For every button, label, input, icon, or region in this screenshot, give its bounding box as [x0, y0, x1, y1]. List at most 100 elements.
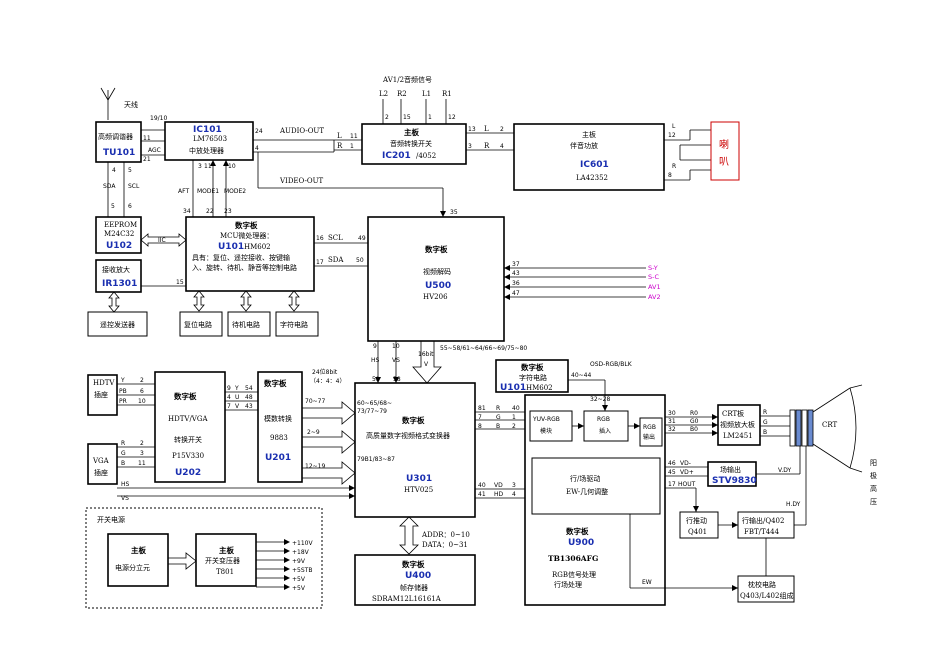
ew-line2: Q403/L402组成: [740, 591, 793, 600]
eeprom-id: U102: [106, 241, 132, 251]
pin-11d: 11: [138, 460, 146, 467]
hvdrive-block: [531, 457, 661, 515]
bus-arrow-3: [301, 461, 356, 485]
input-av2: AV2: [648, 293, 661, 301]
psu-title: 开关电源: [97, 515, 125, 524]
psu-main-block: [107, 533, 169, 587]
u101b-line2: 字符电路: [519, 373, 547, 382]
pin-11c: 11: [350, 133, 358, 140]
yuv-line2: 模块: [540, 427, 552, 435]
pin-4: 4: [255, 145, 259, 152]
u301-pins-a: 60~65/68~: [357, 400, 392, 407]
pin-2c: 2: [140, 377, 144, 384]
hs-label: HS: [371, 357, 380, 364]
u900-id: U900: [568, 538, 594, 548]
u301-block: [354, 382, 476, 518]
u301-r: R: [496, 405, 500, 412]
pin-15: 15: [403, 114, 411, 121]
pin-7: 7: [478, 414, 482, 421]
ic601-line1: 主板: [582, 130, 596, 139]
speaker-char2: 叭: [719, 156, 729, 168]
pin-36: 36: [512, 280, 520, 287]
crtboard-id: LM2451: [723, 432, 753, 440]
rail-4: +5V: [292, 576, 306, 583]
bus-arrow-1: [301, 401, 356, 425]
out-l: L: [484, 125, 489, 133]
ic201-part: /4052: [416, 152, 436, 160]
pin-41: 41: [478, 491, 486, 498]
bus-arrow-2: [301, 430, 356, 454]
hdtv-in-line2: 插座: [94, 390, 108, 399]
pin-4c: 4: [500, 143, 504, 150]
pin-43b: 43: [245, 403, 253, 410]
addr-label: ADDR：0~10: [421, 531, 470, 539]
pin-40-44: 40~44: [571, 372, 591, 379]
charc-block: [275, 311, 319, 337]
tuner-if-pins: 19/10: [150, 115, 167, 122]
speaker-char1: 喇: [719, 139, 729, 151]
input-s-c: S-C: [648, 273, 659, 281]
u101b-block: [495, 359, 569, 393]
mcu-desc2: 入、旋转、待机、静音等控制电路: [192, 263, 297, 272]
remote-label: 遥控发送器: [100, 320, 135, 329]
hd-label: HD: [494, 491, 504, 498]
rgbout-block: [639, 417, 663, 447]
psu-xfmr-line2: 开关变压器: [205, 556, 240, 565]
aft-label: AFT: [178, 188, 189, 195]
mcu-block: [185, 216, 315, 292]
vga-vs: VS: [121, 495, 129, 502]
mcu-part: HM602: [244, 243, 271, 251]
u202-pin4: 4: [227, 394, 231, 401]
audio-out-label: AUDIO-OUT: [279, 127, 324, 135]
u301-b: B: [496, 423, 500, 430]
range-70-77: 70~77: [305, 398, 325, 405]
reset-block: [179, 311, 223, 337]
u301-pins-b: 73/77~79: [357, 408, 387, 415]
pin-46: 46: [668, 460, 676, 467]
out-b0: B0: [690, 426, 698, 433]
av-audio-label: AV1/2音频信号: [382, 75, 432, 84]
u201-line3: 9883: [270, 434, 288, 442]
remote-arrow: [108, 291, 120, 313]
ir-line1: 接收放大: [102, 265, 130, 274]
u101b-line1: 数字板: [521, 362, 544, 372]
u202-y: Y: [234, 385, 239, 392]
u301-line1: 数字板: [402, 415, 425, 425]
antenna-icon: [100, 87, 116, 120]
pin-3: 3: [198, 163, 202, 170]
u301-g: G: [496, 414, 501, 421]
hvdrive-line2: EW-几何调整: [566, 487, 608, 496]
audio-l: L: [337, 132, 342, 140]
pin-3b: 3: [468, 143, 472, 150]
pin-10c: 10: [138, 398, 146, 405]
rail-0: +110V: [292, 540, 313, 547]
pin-59: 59: [372, 376, 380, 383]
crt-g: G: [763, 419, 768, 426]
iic-label: IIC: [158, 237, 166, 244]
u202-id: U202: [175, 468, 201, 478]
pin-12: 12: [448, 114, 456, 121]
psu-rails: [256, 539, 290, 590]
bit24b-label: （4：4：4）: [310, 378, 345, 385]
ic201-block: [361, 123, 467, 165]
antenna-label: 天线: [124, 100, 138, 109]
pin-32: 32: [668, 426, 676, 433]
psu-xfmr-line1: 主板: [219, 545, 234, 555]
ic201-id: IC201: [382, 151, 411, 161]
hdrive-id: Q401: [688, 528, 707, 536]
pin-22: 22: [206, 208, 214, 215]
u301-pins-c: 79B1/83~87: [357, 456, 395, 463]
u202-u: U: [235, 394, 239, 401]
v-label: V: [424, 361, 429, 368]
u202-v: V: [235, 403, 240, 410]
u500-line1: 数字板: [425, 244, 448, 254]
u900-line1: 数字板: [566, 526, 589, 536]
pin-8: 8: [668, 172, 672, 179]
rail-2: +9V: [292, 558, 306, 565]
mode1-label: MODE1: [197, 188, 219, 195]
pin-6b: 6: [140, 388, 144, 395]
pin-45: 45: [668, 469, 676, 476]
pin-10: 10: [228, 163, 236, 170]
in-pr: PR: [119, 398, 127, 405]
